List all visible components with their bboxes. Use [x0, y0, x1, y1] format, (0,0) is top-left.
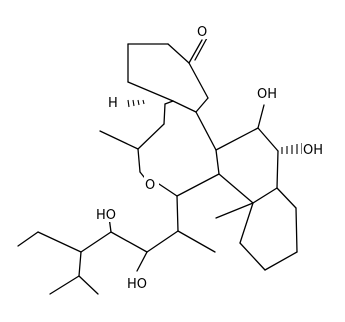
ketone-bond-1 — [188, 39, 203, 64]
hydroxyl-c12-label: OH — [303, 143, 323, 158]
ketone-bond-2 — [194, 37, 208, 61]
h-c5-label: H — [108, 96, 118, 111]
hydroxyl-c22-label: HO — [127, 277, 147, 292]
ring-oxygen-label: O — [145, 178, 155, 193]
oh-c22-bond — [136, 251, 148, 272]
ring-a-bonds — [127, 37, 209, 113]
hydroxyl-c23-label: HO — [96, 208, 116, 223]
ring-c-bonds — [215, 104, 279, 204]
ring-d-bonds — [215, 187, 298, 271]
h-c5-hash — [127, 99, 145, 108]
angular-methyl-bond — [215, 202, 254, 219]
ketone-oxygen-label: O — [197, 25, 207, 40]
hydroxyl-c11-label: OH — [257, 87, 277, 102]
oh-c11-bond — [257, 104, 265, 129]
oh-c12-hash — [281, 143, 303, 154]
methyl-c6-bond — [99, 130, 139, 150]
ring-b-bonds — [99, 100, 220, 197]
atom-labels: O OH OH O HO HO H — [95, 22, 328, 292]
